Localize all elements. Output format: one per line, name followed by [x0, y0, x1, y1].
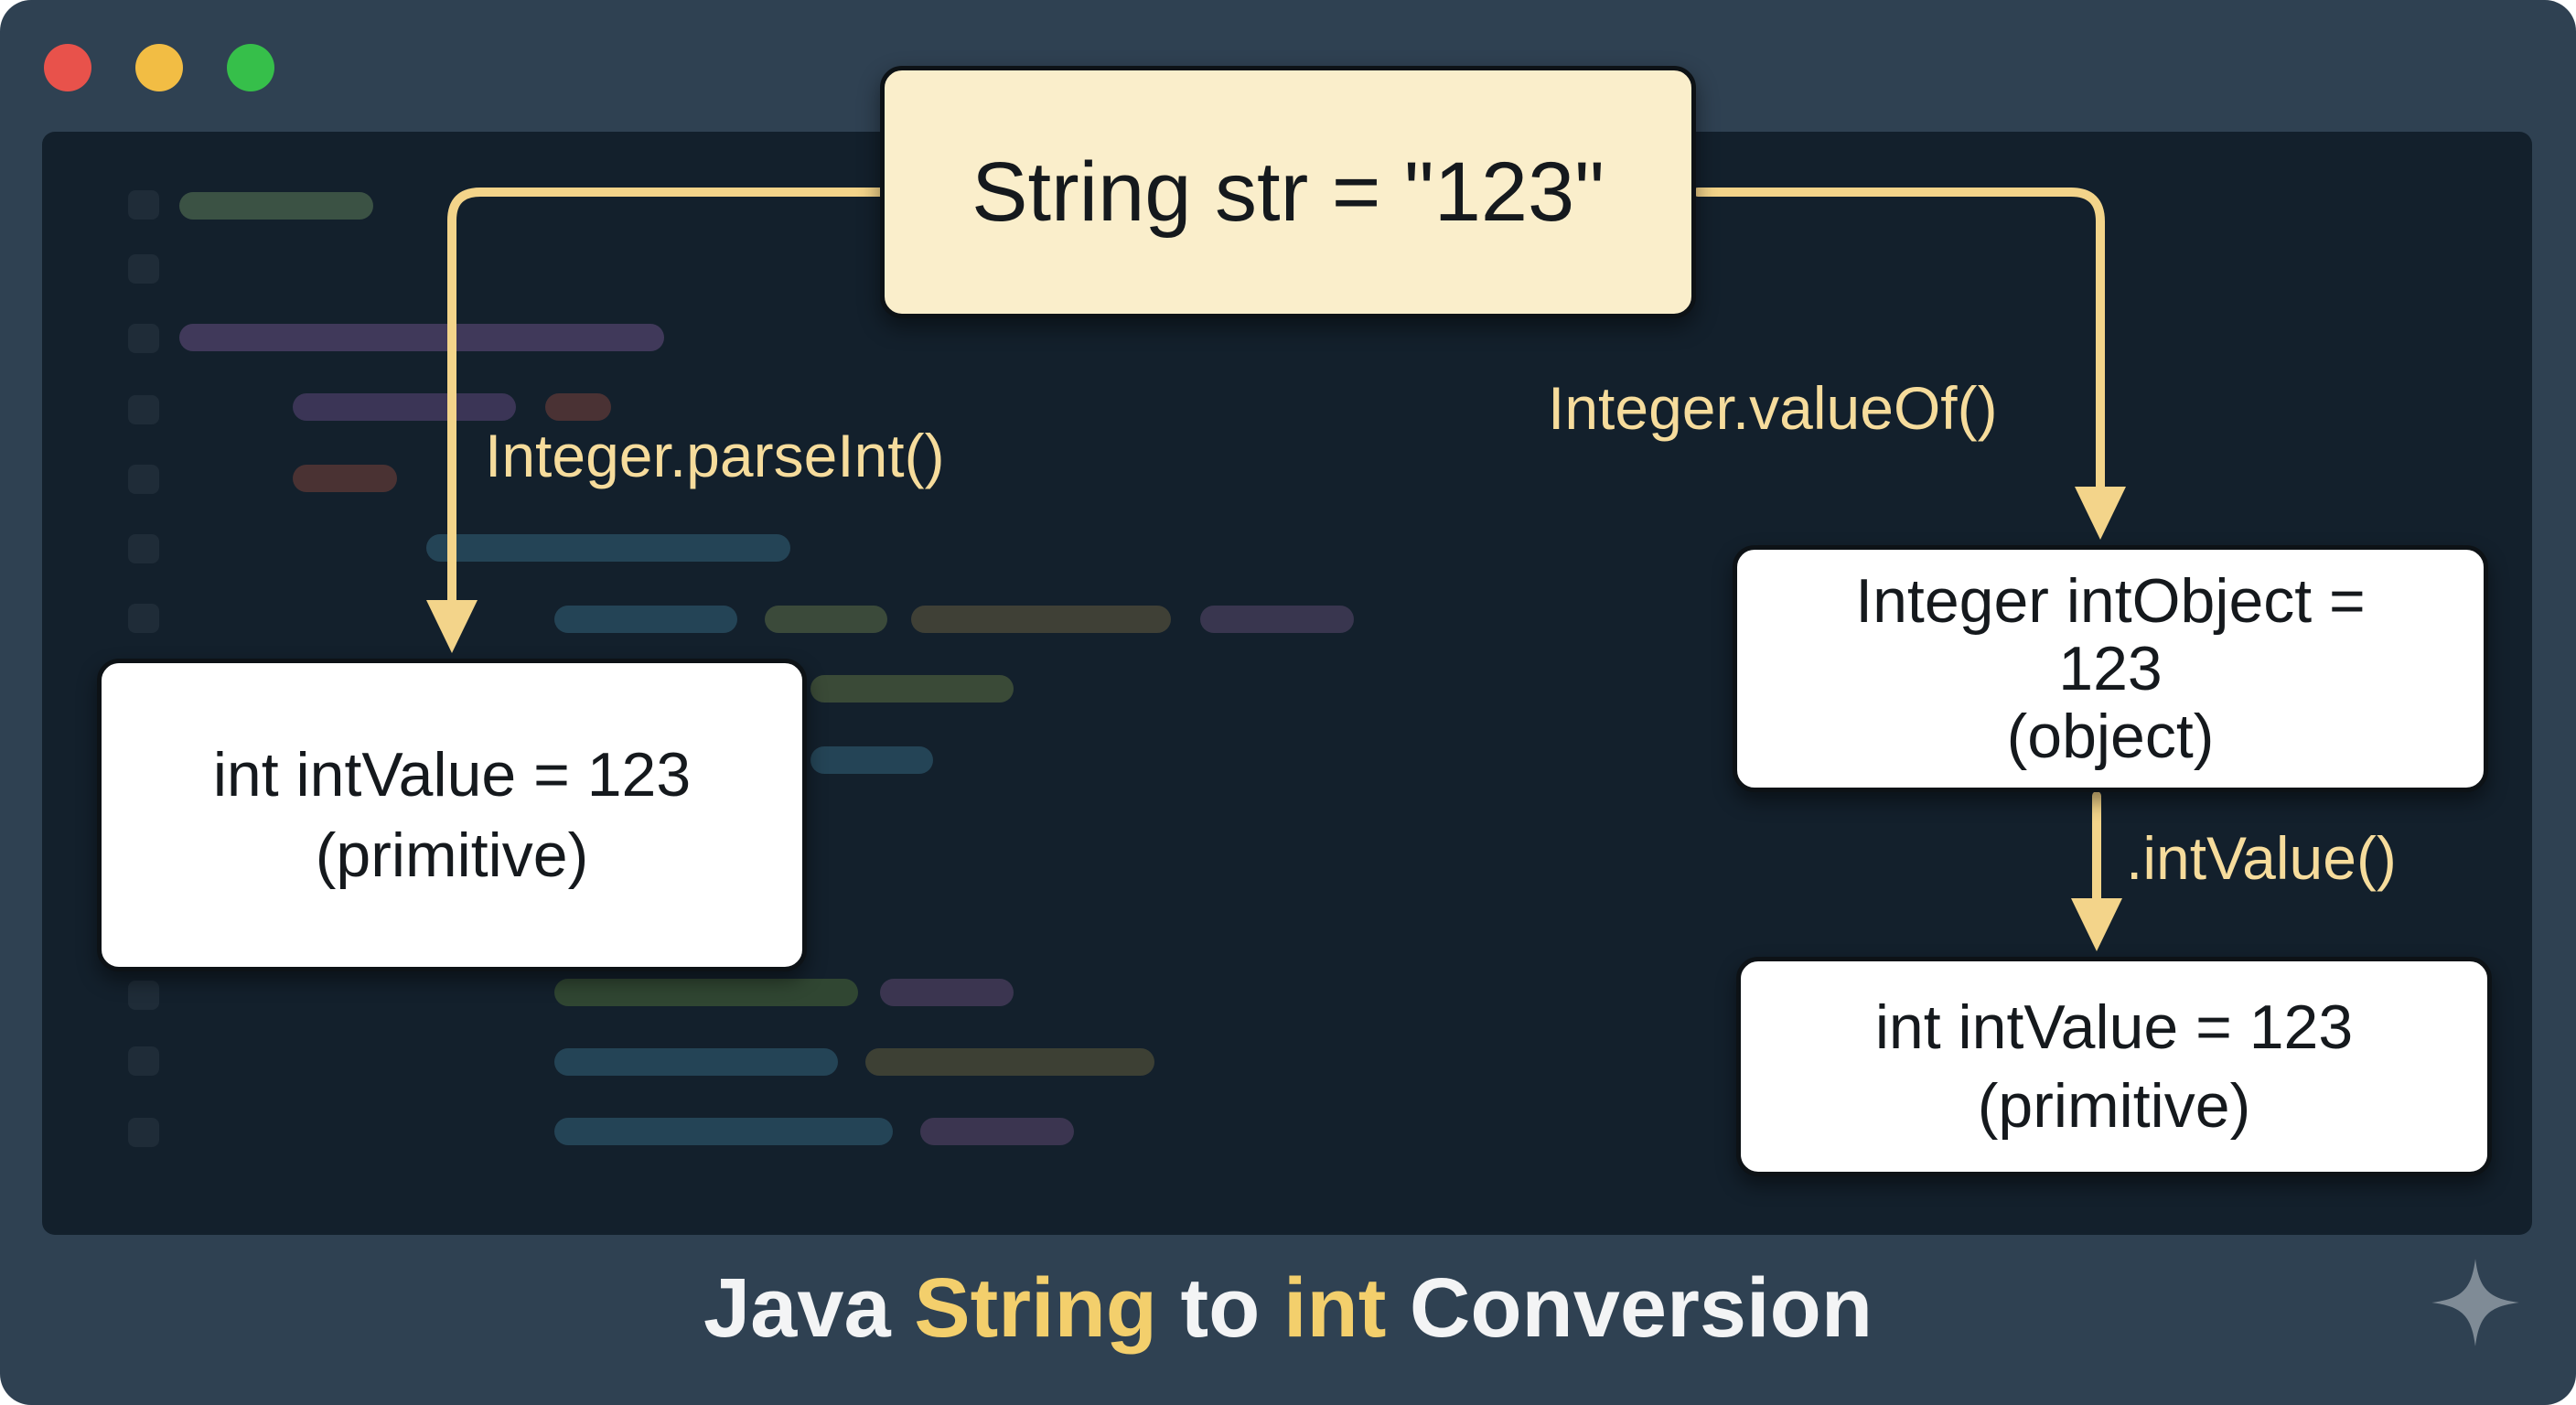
result-declaration-text: int intValue = 123 — [1874, 992, 2354, 1062]
result-declaration-text: int intValue = 123 — [212, 740, 692, 810]
integer-object-node: Integer intObject = 123 (object) — [1733, 545, 2488, 792]
gutter-block — [128, 190, 159, 220]
maximize-window-button[interactable] — [227, 44, 274, 91]
code-token — [810, 746, 933, 774]
object-value-text: 123 — [2058, 634, 2163, 703]
code-token — [911, 606, 1171, 633]
sparkle-icon — [2431, 1259, 2519, 1346]
title-word-conversion: Conversion — [1386, 1261, 1873, 1355]
result-type-text: (primitive) — [1977, 1071, 2251, 1141]
title-word-string: String — [914, 1261, 1157, 1355]
minimize-window-button[interactable] — [135, 44, 183, 91]
code-token — [554, 606, 737, 633]
gutter-block — [128, 604, 159, 633]
valueof-arrow-head — [2075, 487, 2126, 540]
valueof-method-label: Integer.valueOf() — [1548, 374, 1998, 442]
code-token — [920, 1118, 1074, 1145]
code-token — [554, 1048, 838, 1076]
intvalue-result-node: int intValue = 123 (primitive) — [1736, 957, 2492, 1176]
code-token — [179, 324, 664, 351]
title-word-int: int — [1283, 1261, 1387, 1355]
code-token — [179, 192, 373, 220]
intvalue-method-label: .intValue() — [2126, 824, 2397, 892]
parseint-method-label: Integer.parseInt() — [485, 422, 945, 489]
source-string-node: String str = "123" — [880, 66, 1696, 318]
gutter-block — [128, 254, 159, 284]
code-token — [293, 465, 397, 492]
gutter-block — [128, 534, 159, 563]
source-string-text: String str = "123" — [971, 145, 1605, 239]
code-token — [554, 979, 858, 1006]
parseint-arrow-line — [447, 188, 886, 606]
valueof-arrow-line — [1693, 188, 2105, 493]
close-window-button[interactable] — [44, 44, 91, 91]
gutter-block — [128, 395, 159, 424]
result-type-text: (primitive) — [315, 820, 589, 890]
object-declaration-text: Integer intObject = — [1855, 566, 2366, 636]
footer-title: Java String to int Conversion — [0, 1260, 2576, 1357]
code-token — [765, 606, 887, 633]
parseint-result-node: int intValue = 123 (primitive) — [97, 659, 807, 971]
gutter-block — [128, 1046, 159, 1076]
parseint-arrow-head — [426, 600, 478, 653]
gutter-block — [128, 981, 159, 1010]
gutter-block — [128, 465, 159, 494]
code-token — [554, 1118, 893, 1145]
code-token — [865, 1048, 1154, 1076]
gutter-block — [128, 324, 159, 353]
code-token — [1200, 606, 1354, 633]
code-token — [880, 979, 1014, 1006]
title-word-java: Java — [703, 1261, 915, 1355]
title-word-to: to — [1156, 1261, 1283, 1355]
code-token — [426, 534, 790, 562]
intvalue-arrow-head — [2071, 898, 2122, 951]
code-token — [810, 675, 1014, 702]
object-type-text: (object) — [2006, 702, 2215, 771]
gutter-block — [128, 1118, 159, 1147]
code-token — [293, 393, 516, 421]
code-token — [545, 393, 611, 421]
